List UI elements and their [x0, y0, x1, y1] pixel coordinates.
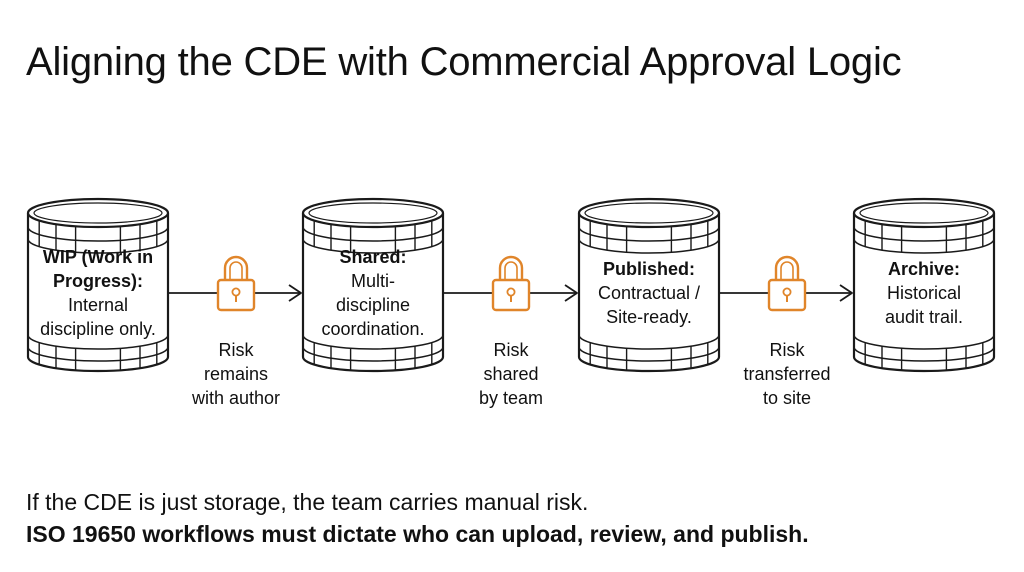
risk-label: to site [763, 388, 811, 408]
stage-description: audit trail. [885, 307, 963, 327]
cylinder-top-inner [859, 202, 989, 224]
risk-label: shared [483, 364, 538, 384]
cylinder-top [26, 197, 170, 229]
stage-description: discipline [336, 295, 410, 315]
cylinder-band [578, 346, 720, 362]
padlock-shackle-inner [780, 261, 794, 280]
stage-description: Site-ready. [606, 307, 692, 327]
stage-label-3: Published: Contractual / Site-ready. [598, 259, 700, 327]
cylinder-band [578, 226, 720, 242]
arrowhead [288, 284, 302, 302]
padlock-icon [216, 255, 256, 312]
cylinder-band [302, 226, 444, 242]
risk-label: Risk [494, 340, 530, 360]
arrowhead [839, 284, 853, 302]
stage-cylinder-2 [301, 197, 445, 373]
arrowhead [564, 284, 578, 302]
transition-label-2: Risk shared by team [479, 340, 543, 408]
cylinder-band [853, 346, 995, 362]
stage-description: Multi- [351, 271, 395, 291]
footer-line-storage-risk: If the CDE is just storage, the team car… [26, 489, 589, 515]
padlock-shackle [223, 255, 249, 280]
page-title: Aligning the CDE with Commercial Approva… [26, 40, 902, 84]
stage-label-1: WIP (Work in Progress): Internal discipline… [40, 247, 156, 339]
cylinder-band [853, 226, 995, 242]
cylinder-band [27, 238, 169, 254]
risk-label: Risk [219, 340, 255, 360]
risk-label: with author [191, 388, 280, 408]
cylinder-top-inner [308, 202, 438, 224]
stage-cylinder-1 [26, 197, 170, 373]
stage-cylinder-3 [577, 197, 721, 373]
cylinder-band [853, 238, 995, 254]
padlock-icon [767, 255, 807, 312]
cylinder-band [853, 334, 995, 350]
cylinder-base [26, 356, 170, 373]
cylinder-top-inner [584, 202, 714, 224]
cylinder-base [301, 356, 445, 373]
padlock-shackle-inner [229, 261, 243, 280]
padlock-shackle [774, 255, 800, 280]
cylinder-band [27, 346, 169, 362]
cylinder-band [302, 346, 444, 362]
transition-label-3: Risk transferred to site [743, 340, 830, 408]
stage-description: Internal [68, 295, 128, 315]
cylinder-base [852, 356, 996, 373]
stage-heading: WIP (Work in [43, 247, 153, 267]
risk-label: remains [204, 364, 268, 384]
cylinder-band [302, 238, 444, 254]
stage-description: Historical [887, 283, 961, 303]
transition-label-1: Risk remains with author [191, 340, 280, 408]
padlock-shackle [498, 255, 524, 280]
stage-heading: Progress): [53, 271, 143, 291]
cylinder-band [27, 226, 169, 242]
stage-cylinder-4 [852, 197, 996, 373]
stage-label-2: Shared: Multi-discipline coordination. [321, 247, 424, 339]
stage-description: Contractual / [598, 283, 700, 303]
footer-note: If the CDE is just storage, the team car… [26, 486, 809, 550]
stage-heading: Published: [603, 259, 695, 279]
stage-label-4: Archive: Historical audit trail. [885, 259, 963, 327]
risk-label: Risk [770, 340, 806, 360]
stage-heading: Archive: [888, 259, 960, 279]
cylinder-band [578, 238, 720, 254]
risk-label: by team [479, 388, 543, 408]
cylinder-top [301, 197, 445, 229]
cylinder-base [577, 356, 721, 373]
padlock-shackle-inner [504, 261, 518, 280]
cylinder-top [852, 197, 996, 229]
padlock-icon [491, 255, 531, 312]
cylinder-top [577, 197, 721, 229]
stage-heading: Shared: [339, 247, 406, 267]
stage-description: coordination. [321, 319, 424, 339]
stage-description: discipline only. [40, 319, 156, 339]
cylinder-band [578, 334, 720, 350]
cylinder-band [27, 334, 169, 350]
cylinder-top-inner [33, 202, 163, 224]
risk-label: transferred [743, 364, 830, 384]
cylinder-band [302, 334, 444, 350]
footer-line-iso-19650: ISO 19650 workflows must dictate who can… [26, 521, 809, 547]
